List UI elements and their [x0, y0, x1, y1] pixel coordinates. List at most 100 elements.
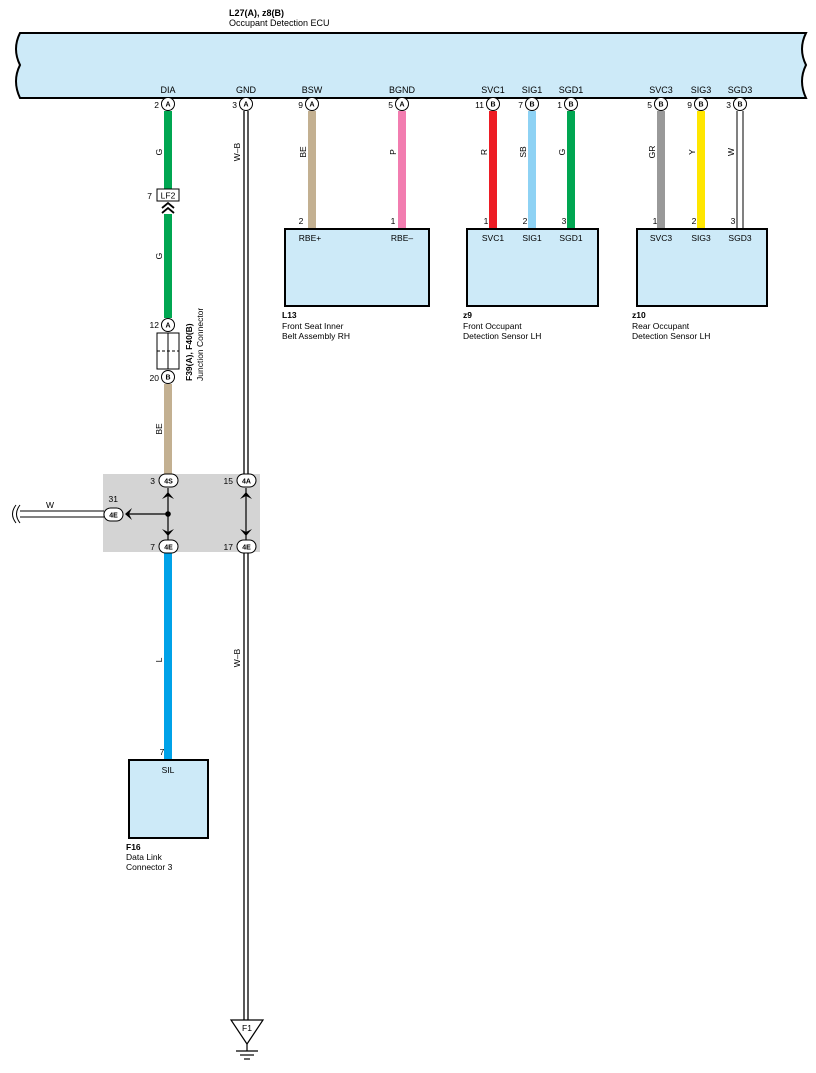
- l13-id: L13: [282, 310, 297, 320]
- f39-pin-bottom: 20: [150, 373, 160, 383]
- pin-num-dia: 2: [154, 100, 159, 110]
- ecu-terminal-dia: DIA: [160, 85, 175, 95]
- l13-terminal-rbe-minus: RBE–: [391, 233, 413, 243]
- pin-num-bgnd: 5: [388, 100, 393, 110]
- f39-conn-top: A: [165, 323, 170, 330]
- z9-pin-2: 2: [523, 216, 528, 226]
- ecu-terminal-sgd3: SGD3: [728, 85, 753, 95]
- z10-id: z10: [632, 310, 646, 320]
- jb-pin-31: 31: [109, 494, 119, 504]
- conn-gnd: A: [243, 102, 248, 109]
- wire-label-dia-upper: G: [154, 149, 164, 156]
- wire-label-bgnd: P: [388, 149, 398, 155]
- jb-tag-4a: 4A: [242, 479, 251, 486]
- pin-num-sig1: 7: [518, 100, 523, 110]
- z10-name-2: Detection Sensor LH: [632, 331, 710, 341]
- f39-name: Junction Connector: [195, 308, 205, 381]
- pin-num-sig3: 9: [687, 100, 692, 110]
- f39-conn-bottom: B: [165, 375, 170, 382]
- z10-terminal-sgd3: SGD3: [728, 233, 751, 243]
- ecu-terminal-sgd1: SGD1: [559, 85, 584, 95]
- l13-name-2: Belt Assembly RH: [282, 331, 350, 341]
- wire-label-sig1: SB: [518, 146, 528, 158]
- wire-label-gnd-upper: W–B: [232, 142, 242, 161]
- lf2-pin: 7: [147, 191, 152, 201]
- conn-sig1: B: [529, 102, 534, 109]
- f39-pin-top: 12: [150, 320, 160, 330]
- pin-num-gnd: 3: [232, 100, 237, 110]
- f16-id: F16: [126, 842, 141, 852]
- jb-tag-4e-left: 4E: [109, 513, 118, 520]
- l13-terminal-rbe-plus: RBE+: [299, 233, 321, 243]
- l13-name-1: Front Seat Inner: [282, 321, 344, 331]
- wire-color-labels: G G BE L W–B W–B BE P R SB G GR Y W: [154, 142, 736, 667]
- ground-f1: F1: [229, 1019, 265, 1060]
- component-z10: 1 2 3 SVC3 SIG3 SGD3 z10 Rear Occupant D…: [632, 216, 768, 341]
- component-l13: 2 1 RBE+ RBE– L13 Front Seat Inner Belt …: [282, 216, 430, 341]
- conn-svc1: B: [490, 102, 495, 109]
- z10-pin-1: 1: [653, 216, 658, 226]
- wire-sgd3: [736, 111, 744, 229]
- conn-sgd3: B: [737, 102, 742, 109]
- pin-num-svc1: 11: [475, 100, 484, 110]
- conn-bgnd: A: [399, 102, 404, 109]
- ecu-terminal-bgnd: BGND: [389, 85, 416, 95]
- jb-tag-4s: 4S: [164, 479, 173, 486]
- l13-pin-2: 2: [299, 216, 304, 226]
- z9-terminal-sig1: SIG1: [522, 233, 542, 243]
- ecu-name: Occupant Detection ECU: [229, 18, 330, 28]
- jb-tag-4e-bottom: 4E: [164, 545, 173, 552]
- z10-terminal-sig3: SIG3: [691, 233, 711, 243]
- pin-num-sgd3: 3: [726, 100, 731, 110]
- ecu-terminal-gnd: GND: [236, 85, 257, 95]
- conn-sgd1: B: [568, 102, 573, 109]
- jb-pin-15: 15: [224, 476, 234, 486]
- junction-block: W 3 4S 15 4A 31 4E 7 4E 17 4E: [12, 473, 260, 554]
- z10-name-1: Rear Occupant: [632, 321, 690, 331]
- jb-pin-7: 7: [150, 542, 155, 552]
- ecu-terminal-svc3: SVC3: [649, 85, 673, 95]
- z9-name-2: Detection Sensor LH: [463, 331, 541, 341]
- wire-label-gnd-lower: W–B: [232, 648, 242, 667]
- ecu-terminal-bsw: BSW: [302, 85, 323, 95]
- z9-pin-3: 3: [562, 216, 567, 226]
- wire-label-dia-lower: BE: [154, 423, 164, 435]
- wire-label-dia-bottom: L: [154, 657, 164, 662]
- z9-id: z9: [463, 310, 472, 320]
- z10-terminal-svc3: SVC3: [650, 233, 672, 243]
- z9-terminal-svc1: SVC1: [482, 233, 504, 243]
- z9-name-1: Front Occupant: [463, 321, 522, 331]
- conn-dia: A: [165, 102, 170, 109]
- ecu-terminal-names: DIA GND BSW BGND SVC1 SIG1 SGD1 SVC3 SIG…: [160, 85, 752, 95]
- wire-label-sgd3: W: [726, 148, 736, 156]
- pin-num-svc3: 5: [647, 100, 652, 110]
- wire-label-svc1: R: [479, 149, 489, 155]
- ecu-terminal-svc1: SVC1: [481, 85, 505, 95]
- f16-name-2: Connector 3: [126, 862, 173, 872]
- z10-pin-3: 3: [731, 216, 736, 226]
- ground-label: F1: [242, 1023, 252, 1033]
- f16-terminal-sil: SIL: [162, 765, 175, 775]
- f16-pin: 7: [160, 747, 165, 757]
- jb-tag-4e-gnd: 4E: [242, 545, 251, 552]
- ecu-body: [15, 32, 808, 99]
- ecu-id: L27(A), z8(B): [229, 8, 284, 18]
- z10-pin-2: 2: [692, 216, 697, 226]
- ecu-terminal-sig3: SIG3: [691, 85, 712, 95]
- ecu-terminal-sig1: SIG1: [522, 85, 543, 95]
- conn-svc3: B: [658, 102, 663, 109]
- wire-gnd: [243, 111, 249, 1020]
- component-f16: 7 SIL F16 Data Link Connector 3: [126, 747, 209, 872]
- wire-label-bsw: BE: [298, 146, 308, 158]
- wire-label-sig3: Y: [687, 149, 697, 155]
- wire-label-dia-mid: G: [154, 253, 164, 260]
- l13-pin-1: 1: [391, 216, 396, 226]
- ecu-terminal-pins: 2 A 3 A 9 A 5 A 11 B 7 B 1 B 5 B 9 B 3 B: [154, 97, 747, 111]
- wire-branch-left: [12, 504, 104, 524]
- jb-pin-3: 3: [150, 476, 155, 486]
- junction-connector-f39: 12 A 20 B F39(A), F40(B) Junction Connec…: [150, 308, 205, 384]
- f16-name-1: Data Link: [126, 852, 163, 862]
- z9-terminal-sgd1: SGD1: [559, 233, 582, 243]
- conn-sig3: B: [698, 102, 703, 109]
